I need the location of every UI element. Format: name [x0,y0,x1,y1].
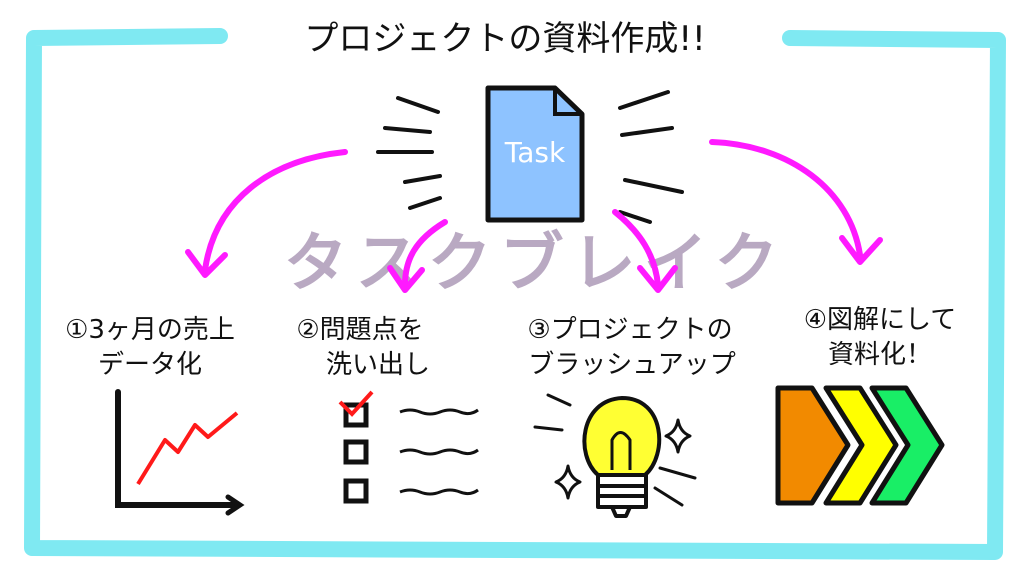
sparkle-icon [664,418,692,454]
step-3-label-line1: ③プロジェクトの [527,315,732,345]
arrowhead-1 [185,249,228,278]
arrowhead-2 [387,265,425,293]
sparkle-icon [554,464,582,500]
rising-chart-icon [115,389,245,516]
document-label: Task [504,136,566,169]
arrow-to-step-3 [612,209,661,288]
arrowhead-3 [637,265,678,293]
arrow-to-step-4 [709,139,863,258]
arrow-to-step-1 [202,149,348,273]
step-4-label-line1: ④図解にして [804,305,957,335]
step-3-label-line2: ブラッシュアップ [528,350,735,380]
arrow-to-step-2 [402,219,448,288]
emphasis-rays [376,90,684,224]
step-2-label-line2: 洗い出し [326,350,430,380]
arrowhead-4 [839,235,883,265]
checklist-icon [338,390,479,504]
step-1-label-line1: ①3ヶ月の売上 [65,315,235,345]
cyan-frame [24,28,1006,560]
breakdown-arrows [185,139,883,293]
step-4-label-line2: 資料化！ [828,340,932,370]
watermark-text: タスクブレイク [284,227,787,301]
lightbulb-icon [533,393,697,518]
chevron-arrows-icon [775,385,945,506]
page-title: プロジェクトの資料作成!! [304,19,705,59]
task-document-icon: Task [485,85,585,223]
step-1-label-line2: データ化 [98,350,202,380]
step-2-label-line1: ②問題点を [296,315,423,345]
